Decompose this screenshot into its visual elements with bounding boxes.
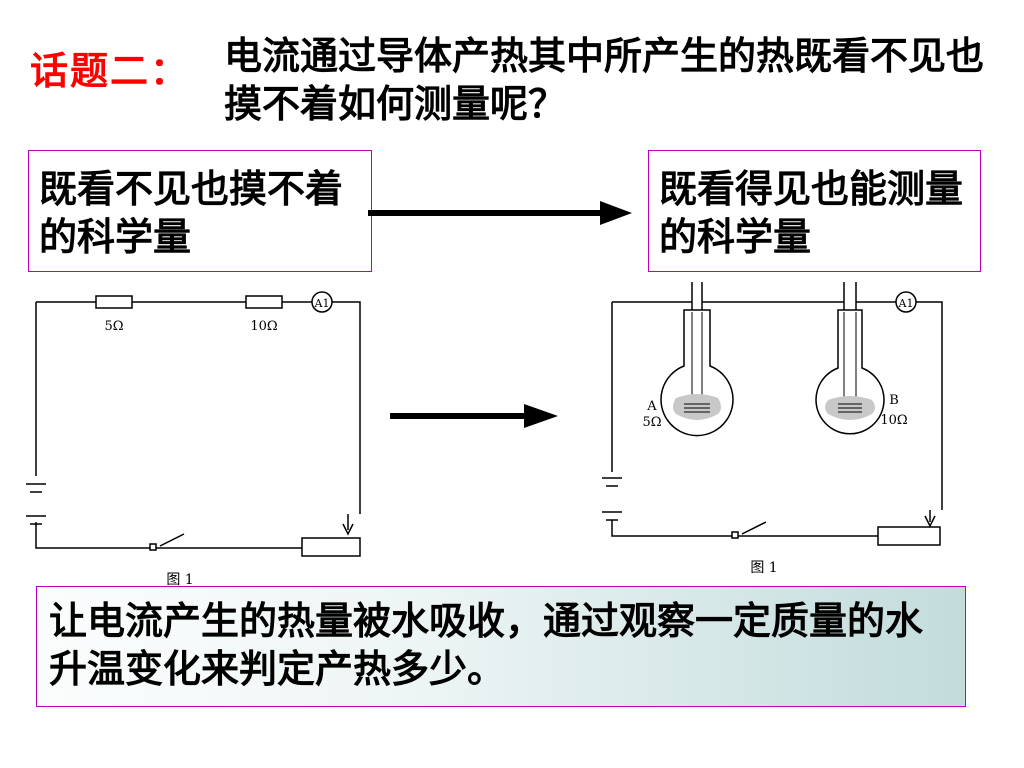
figure-caption-left: 图 1 — [166, 572, 193, 588]
flask-b-icon — [815, 309, 885, 435]
topic-question: 电流通过导体产热其中所产生的热既看不见也摸不着如何测量呢？ — [224, 34, 985, 126]
ammeter-label: A1 — [314, 297, 330, 310]
flask-b-value: 10Ω — [880, 413, 907, 428]
transform-arrow-top — [368, 201, 632, 225]
flask-a-value: 5Ω — [642, 415, 661, 430]
circuit-diagram-right: A1 A 5Ω B 10Ω 图 1 — [602, 282, 943, 576]
resistor-1-label: 5Ω — [104, 319, 123, 334]
topic-label: 话题二： — [30, 49, 191, 93]
flask-a-letter: A — [646, 399, 657, 414]
flask-b-letter: B — [889, 393, 899, 408]
flask-a-icon — [660, 309, 734, 437]
circuit-diagram-left: A1 5Ω 10Ω 图 1 — [26, 291, 361, 588]
figure-caption-right: 图 1 — [750, 560, 777, 576]
ammeter-label: A1 — [898, 297, 914, 310]
transform-arrow-middle — [390, 404, 558, 428]
resistor-2-label: 10Ω — [250, 319, 277, 334]
conclusion-box: 让电流产生的热量被水吸收，通过观察一定质量的水升温变化来判定产热多少。 — [36, 586, 966, 707]
invisible-quantity-box: 既看不见也摸不着的科学量 — [28, 150, 372, 272]
ammeter-icon — [895, 291, 917, 313]
ammeter-icon — [311, 291, 333, 313]
measurable-quantity-box: 既看得见也能测量的科学量 — [648, 150, 981, 272]
